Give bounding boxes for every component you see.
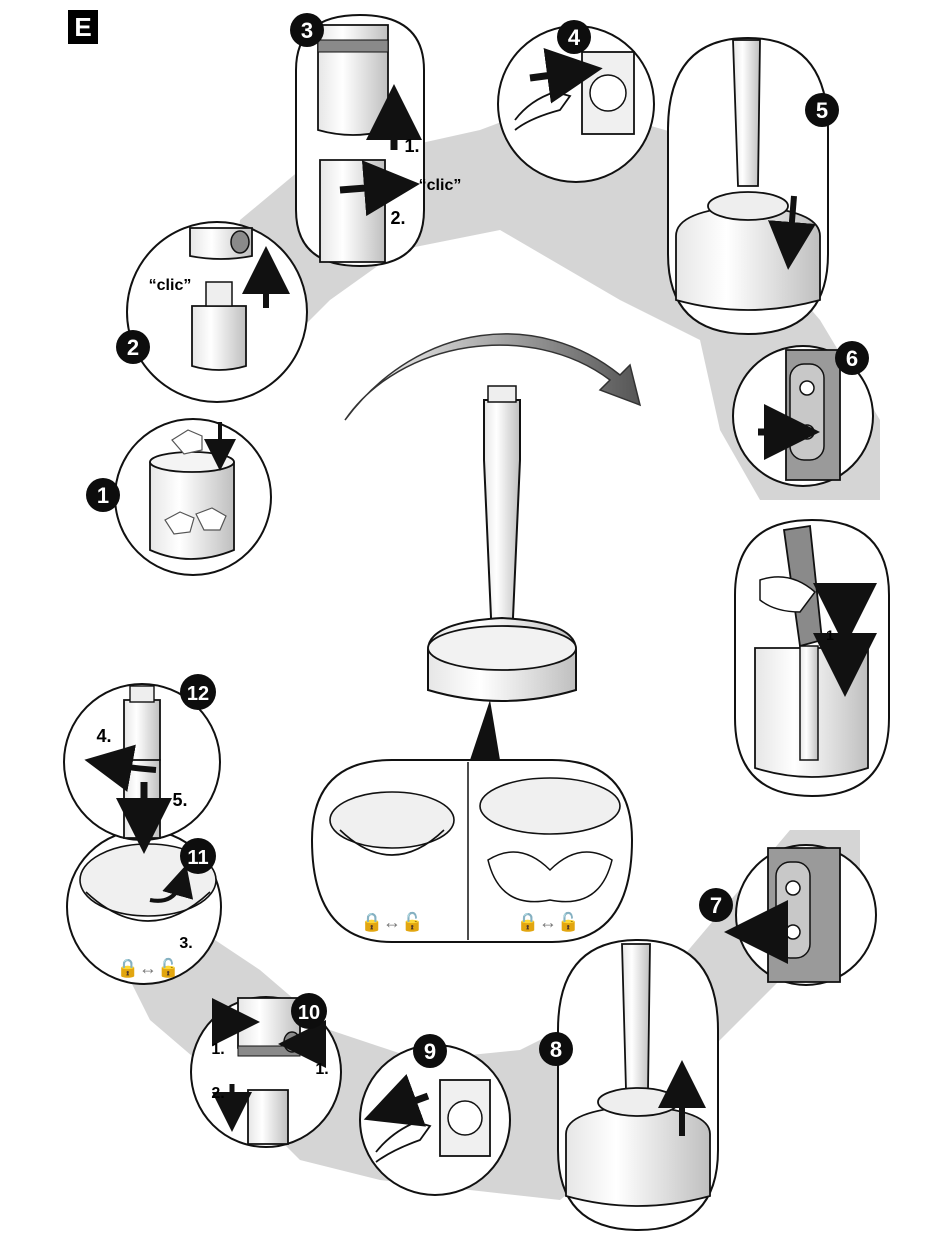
lock-unlock-icon: 🔒↔🔓 <box>117 957 180 978</box>
step-1-panel: 1 <box>86 419 271 575</box>
click-sound-label: “clic” <box>149 277 192 294</box>
sub-step-label: 1. <box>404 136 419 156</box>
step-2-panel: “clic” 2 <box>116 222 307 402</box>
step-4-panel: 4 <box>498 20 654 182</box>
motion-indicator-label: 1 <box>826 627 834 643</box>
turbo-t-icon <box>800 425 814 439</box>
sub-step-label: 2. <box>390 208 405 228</box>
step-5-panel: 5 <box>668 38 839 334</box>
sub-step-label: 2. <box>211 1085 224 1102</box>
step-12-panel: 4. 5. 12 <box>64 674 220 840</box>
step-number: 10 <box>298 1002 320 1024</box>
sub-step-label: 1. <box>211 1041 224 1058</box>
turbo-t-icon <box>786 925 800 939</box>
lock-unlock-icon: 🔒↔🔓 <box>517 911 580 932</box>
control-buttons <box>790 364 824 460</box>
mashing-panel: 1 <box>735 520 889 796</box>
step-number: 2 <box>127 335 139 360</box>
sub-step-label: 4. <box>96 726 111 746</box>
lock-unlock-icon: 🔒↔🔓 <box>361 911 424 932</box>
step-11-panel: 3. 🔒↔🔓 11 <box>67 830 221 984</box>
power-i-icon <box>786 881 800 895</box>
step-number: 8 <box>550 1037 562 1062</box>
step-number: 3 <box>301 18 313 43</box>
sub-step-label: 5. <box>172 790 187 810</box>
disc-lock-detail-panel: 🔒↔🔓 🔒↔🔓 <box>312 760 632 942</box>
step-number: 12 <box>187 683 209 705</box>
step-number: 5 <box>816 98 828 123</box>
masher-attachment <box>428 386 576 760</box>
step-number: 1 <box>97 483 109 508</box>
step-number: 4 <box>568 25 581 50</box>
step-number: 9 <box>424 1039 436 1064</box>
step-number: 11 <box>187 847 208 869</box>
sub-step-label: 3. <box>179 935 192 952</box>
step-number: 7 <box>710 893 722 918</box>
power-i-icon <box>800 381 814 395</box>
step-8-panel: 8 <box>539 940 718 1230</box>
click-sound-label: “clic” <box>419 177 462 194</box>
sub-step-label: 1. <box>315 1061 328 1078</box>
step-number: 6 <box>846 346 858 371</box>
